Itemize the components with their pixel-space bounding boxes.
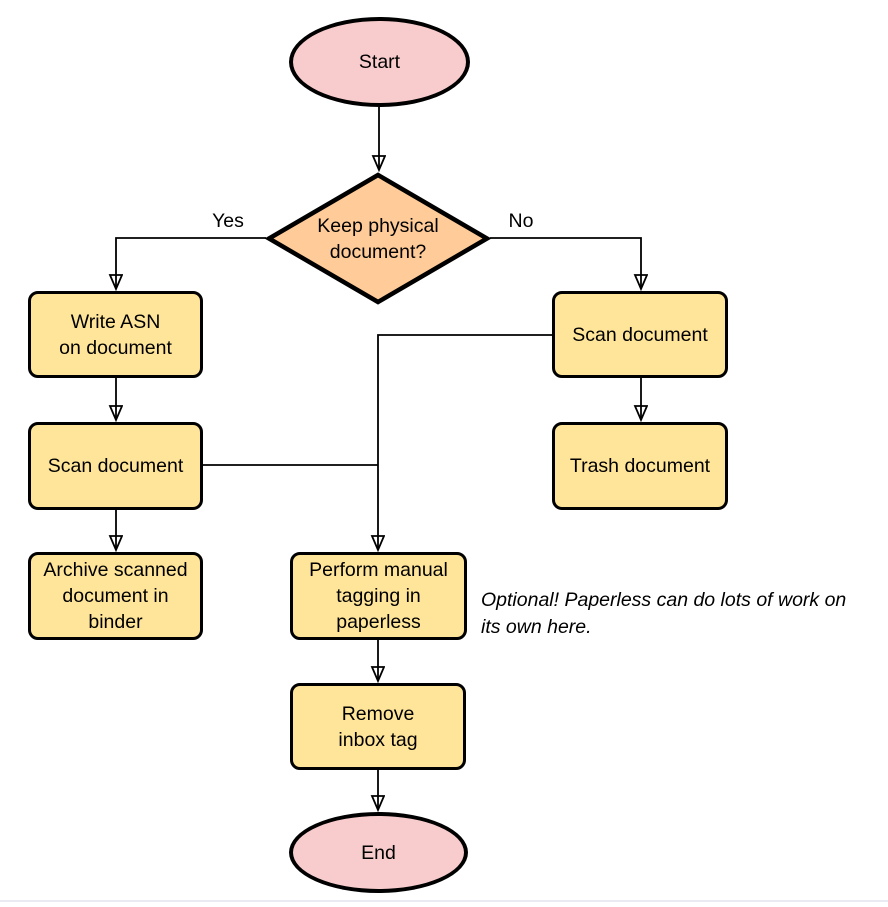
scan-document-left-node: Scan document (28, 422, 203, 510)
no-edge-label: No (508, 210, 534, 232)
remove-inbox-node-label: Remove inbox tag (338, 702, 418, 751)
edge-decision-write-asn (116, 237, 266, 288)
tagging-node-label: Perform manual tagging in paperless (309, 559, 448, 633)
archive-node: Archive scanned document in binder (28, 552, 203, 640)
decision-node-label: Keep physical document? (317, 214, 439, 263)
archive-node-label: Archive scanned document in binder (43, 559, 188, 633)
end-node: End (289, 812, 468, 893)
diamond-icon (264, 172, 492, 305)
remove-inbox-node: Remove inbox tag (290, 683, 466, 770)
yes-edge-label: Yes (212, 210, 244, 232)
scan-document-right-node: Scan document (552, 291, 728, 378)
edge-scan-right-tagging (378, 334, 552, 549)
scan-document-right-label: Scan document (572, 323, 708, 346)
trash-node: Trash document (552, 422, 728, 510)
edge-decision-scan-right (490, 237, 641, 288)
trash-node-label: Trash document (569, 455, 711, 477)
optional-note: Optional! Paperless can do lots of work … (481, 589, 847, 638)
decision-node: Keep physical document? (264, 172, 492, 305)
scan-document-left-label: Scan document (47, 455, 184, 477)
start-node: Start (289, 17, 470, 107)
end-node-label: End (361, 841, 396, 864)
write-asn-node-label: Write ASN on document (59, 310, 172, 359)
tagging-node: Perform manual tagging in paperless (290, 552, 467, 640)
page-bottom-rule (0, 900, 888, 902)
write-asn-node: Write ASN on document (28, 291, 203, 378)
start-node-label: Start (358, 51, 401, 73)
